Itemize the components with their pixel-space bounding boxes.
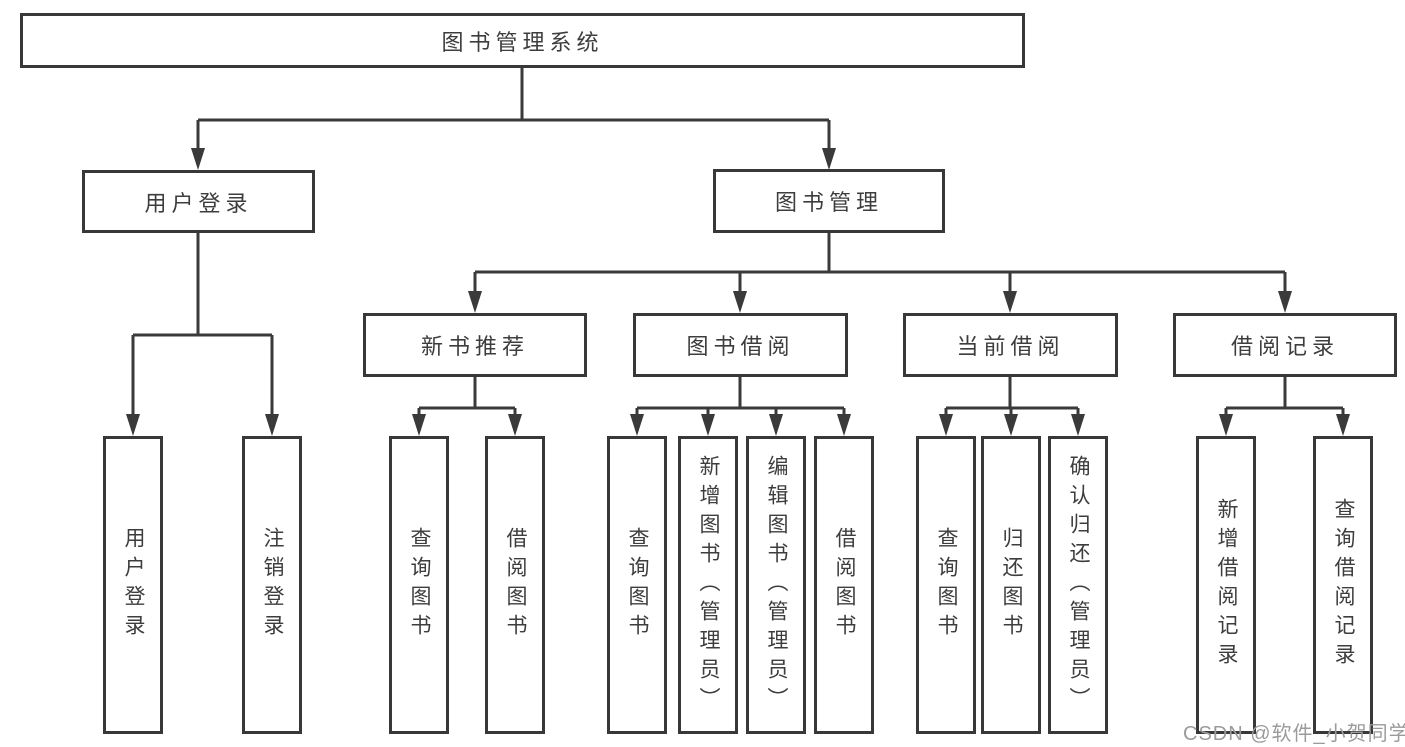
arrow-down-icon bbox=[1336, 414, 1350, 436]
leaf-query-books-3: 查询图书 bbox=[916, 436, 976, 734]
arrow-down-icon bbox=[191, 148, 205, 170]
arrow-down-icon bbox=[837, 414, 851, 436]
arrow-down-icon bbox=[508, 414, 522, 436]
node-borrow-records: 借阅记录 bbox=[1173, 313, 1397, 377]
arrowheads bbox=[126, 148, 1350, 436]
leaf-edit-book-admin: 编辑图书（管理员） bbox=[746, 436, 806, 734]
node-current-borrowing: 当前借阅 bbox=[903, 313, 1118, 377]
leaf-confirm-return-admin: 确认归还（管理员） bbox=[1048, 436, 1108, 734]
arrow-down-icon bbox=[733, 291, 747, 313]
leaf-query-books-1: 查询图书 bbox=[389, 436, 449, 734]
connector-lines bbox=[131, 68, 1345, 416]
arrow-down-icon bbox=[1278, 291, 1292, 313]
leaf-user-login: 用户登录 bbox=[103, 436, 163, 734]
node-new-book-recommend: 新书推荐 bbox=[363, 313, 587, 377]
csdn-watermark: CSDN @软件_小贺同学 bbox=[1183, 723, 1405, 745]
arrow-down-icon bbox=[630, 414, 644, 436]
arrow-down-icon bbox=[1071, 414, 1085, 436]
node-book-management: 图书管理 bbox=[713, 169, 945, 233]
arrow-down-icon bbox=[1004, 414, 1018, 436]
arrow-down-icon bbox=[1003, 291, 1017, 313]
arrow-down-icon bbox=[701, 414, 715, 436]
arrow-down-icon bbox=[769, 414, 783, 436]
arrow-down-icon bbox=[126, 414, 140, 436]
leaf-borrow-books-1: 借阅图书 bbox=[485, 436, 545, 734]
arrow-down-icon bbox=[1219, 414, 1233, 436]
node-book-borrowing: 图书借阅 bbox=[633, 313, 848, 377]
arrow-down-icon bbox=[939, 414, 953, 436]
arrow-down-icon bbox=[468, 291, 482, 313]
leaf-add-book-admin: 新增图书（管理员） bbox=[678, 436, 738, 734]
node-root-system: 图书管理系统 bbox=[20, 13, 1025, 68]
leaf-borrow-books-2: 借阅图书 bbox=[814, 436, 874, 734]
arrow-down-icon bbox=[265, 414, 279, 436]
arrow-down-icon bbox=[822, 148, 836, 170]
leaf-query-books-2: 查询图书 bbox=[607, 436, 667, 734]
node-user-login: 用户登录 bbox=[82, 170, 315, 233]
leaf-add-borrow-record: 新增借阅记录 bbox=[1196, 436, 1256, 734]
leaf-query-borrow-record: 查询借阅记录 bbox=[1313, 436, 1373, 734]
leaf-logout: 注销登录 bbox=[242, 436, 302, 734]
arrow-down-icon bbox=[412, 414, 426, 436]
leaf-return-book: 归还图书 bbox=[981, 436, 1041, 734]
